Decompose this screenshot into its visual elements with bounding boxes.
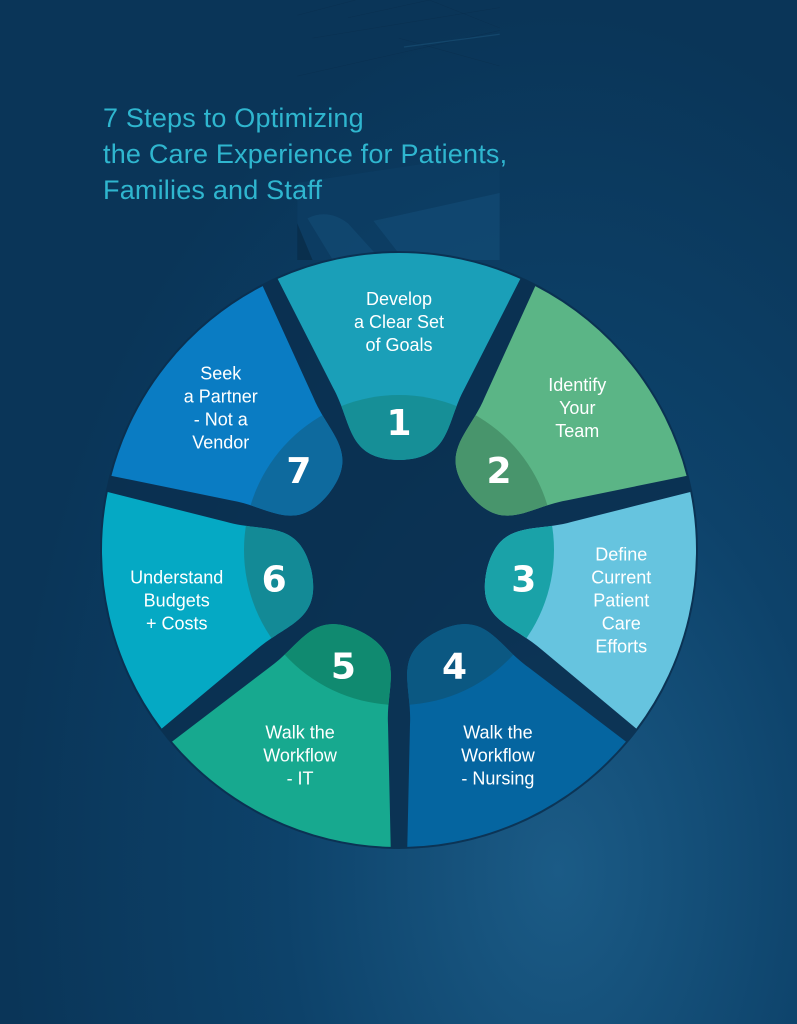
step-number: 7 [286,451,311,492]
step-hub-shade [455,395,554,516]
ceiling-lines [297,0,500,260]
step-number: 4 [442,646,467,687]
step-number: 6 [262,559,287,600]
page-title: 7 Steps to Optimizing the Care Experienc… [103,100,507,208]
step-hub-shade [244,624,391,705]
title-line-1: 7 Steps to Optimizing [103,103,364,133]
step-hub-shade [244,395,343,516]
step-number: 5 [331,646,356,687]
step-number: 2 [487,451,512,492]
title-line-3: Families and Staff [103,175,323,205]
step-hub-shade [407,624,554,705]
title-line-2: the Care Experience for Patients, [103,139,508,169]
step-number: 1 [386,403,411,444]
step-number: 3 [511,559,536,600]
step-petal [277,252,521,460]
